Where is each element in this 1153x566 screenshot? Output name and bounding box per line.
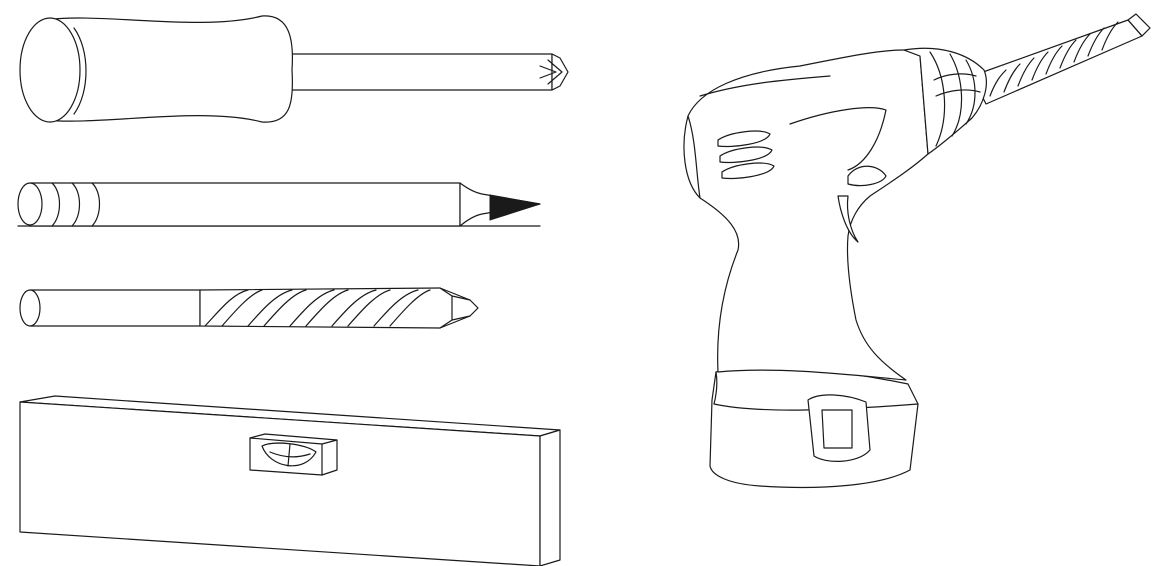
pencil-icon (17, 182, 541, 227)
spirit-level-icon (19, 395, 561, 566)
cordless-drill-icon (683, 13, 1151, 489)
screwdriver-icon (19, 15, 569, 123)
drill-bit-icon (19, 287, 479, 329)
